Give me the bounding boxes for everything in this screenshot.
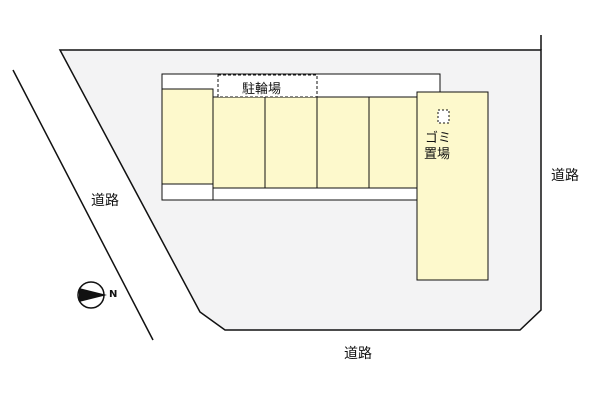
- bicycle-parking-label: 駐輪場: [242, 82, 282, 97]
- unit: [161, 88, 214, 185]
- corridor-bottom-left: [161, 183, 214, 201]
- bicycle-parking-area: [217, 74, 318, 98]
- garbage-label-2: 置場: [424, 147, 451, 162]
- unit: [368, 96, 419, 189]
- road-edge-line: [12, 69, 154, 341]
- unit: [316, 96, 370, 189]
- north-label: N: [109, 289, 118, 300]
- garbage-area: [437, 109, 450, 124]
- garbage-label-1: ゴミ: [425, 131, 452, 146]
- corridor-bottom: [212, 187, 419, 201]
- north-arrow-icon: [77, 281, 107, 309]
- unit: [212, 96, 266, 189]
- road-label-left: 道路: [91, 193, 119, 209]
- unit-wing: [416, 91, 489, 281]
- unit: [264, 96, 318, 189]
- road-label-bottom: 道路: [344, 346, 372, 362]
- road-label-right: 道路: [551, 168, 579, 184]
